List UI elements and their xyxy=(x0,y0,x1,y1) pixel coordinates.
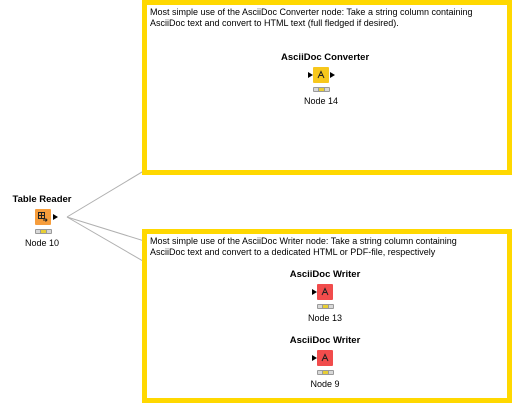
asciidoc-writer-icon[interactable] xyxy=(317,284,333,300)
node-label: Node 10 xyxy=(24,238,60,248)
node-title: Table Reader xyxy=(12,194,72,205)
node-title: AsciiDoc Writer xyxy=(289,335,361,346)
status-indicator xyxy=(35,229,52,234)
annotation-writer[interactable]: Most simple use of the AsciiDoc Writer n… xyxy=(142,229,512,403)
output-port[interactable] xyxy=(330,72,335,78)
status-indicator xyxy=(313,87,330,92)
node-label: Node 9 xyxy=(310,379,340,389)
input-port[interactable] xyxy=(308,72,313,78)
node-label: Node 13 xyxy=(307,313,343,323)
input-port[interactable] xyxy=(312,289,317,295)
asciidoc-converter-icon[interactable] xyxy=(313,67,329,83)
table-reader-icon[interactable] xyxy=(35,209,51,225)
node-title: AsciiDoc Writer xyxy=(289,269,361,280)
annotation-text: Most simple use of the AsciiDoc Writer n… xyxy=(150,236,457,257)
node-title: AsciiDoc Converter xyxy=(281,52,370,63)
status-indicator xyxy=(317,304,334,309)
input-port[interactable] xyxy=(312,355,317,361)
asciidoc-writer-icon[interactable] xyxy=(317,350,333,366)
annotation-text: Most simple use of the AsciiDoc Converte… xyxy=(150,7,473,28)
node-label: Node 14 xyxy=(303,96,339,106)
output-port[interactable] xyxy=(53,214,58,220)
status-indicator xyxy=(317,370,334,375)
